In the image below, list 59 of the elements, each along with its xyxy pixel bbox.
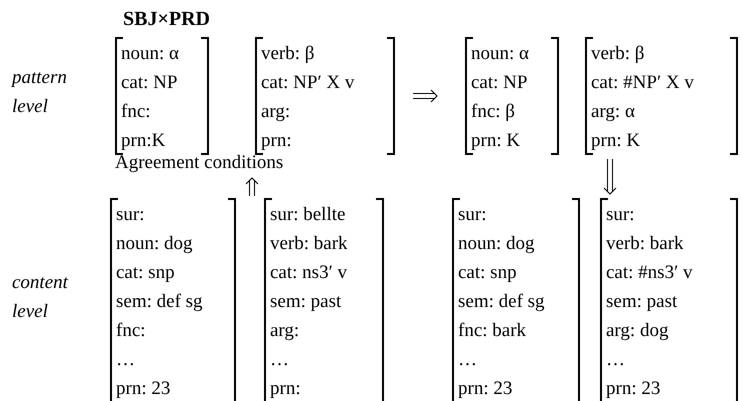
double-arrow — [604, 158, 616, 195]
attribute-matrix — [110, 198, 236, 401]
attribute-matrix — [452, 198, 580, 401]
matrix-line: sur: — [116, 203, 144, 227]
matrix-line: cat: NP′ X v — [261, 71, 354, 95]
matrix-line: cat: NP — [121, 71, 178, 95]
note-text: Agreement conditions — [115, 151, 284, 175]
matrix-line: noun: α — [471, 42, 529, 66]
matrix-line: arg: — [261, 100, 290, 124]
matrix-line: verb: bark — [606, 232, 684, 256]
level-label: content level — [12, 271, 70, 324]
double-arrow — [412, 90, 438, 102]
matrix-line: cat: NP — [471, 71, 528, 95]
matrix-line: sem: def sg — [458, 290, 545, 314]
attribute-matrix — [264, 198, 384, 401]
matrix-line: arg: — [270, 319, 300, 343]
matrix-line: prn: — [270, 377, 301, 401]
matrix-line: sur: — [606, 203, 634, 227]
matrix-line: cat: snp — [116, 261, 175, 285]
matrix-line: fnc: β — [471, 100, 515, 124]
matrix-line: cat: ns3′ v — [270, 261, 347, 285]
matrix-line: prn: K — [591, 129, 640, 153]
matrix-line: prn: 23 — [606, 377, 660, 401]
attribute-matrix — [255, 37, 395, 155]
matrix-line: … — [270, 348, 289, 372]
matrix-line: cat: snp — [458, 261, 517, 285]
attribute-matrix — [585, 37, 738, 155]
attribute-matrix — [115, 37, 209, 155]
level-label: pattern level — [12, 66, 68, 119]
matrix-line: sur: — [458, 203, 486, 227]
matrix-line: noun: dog — [116, 232, 193, 256]
attribute-matrix — [465, 37, 559, 155]
matrix-line: cat: #ns3′ v — [606, 261, 692, 285]
matrix-line: verb: bark — [270, 232, 348, 256]
matrix-line: sem: past — [606, 290, 678, 314]
matrix-line: noun: dog — [458, 232, 535, 256]
matrix-line: … — [116, 348, 135, 372]
matrix-line: noun: α — [121, 42, 179, 66]
attribute-matrix — [600, 198, 738, 401]
matrix-line: … — [606, 348, 625, 372]
matrix-line: arg: α — [591, 100, 635, 124]
matrix-line: cat: #NP′ X v — [591, 71, 694, 95]
matrix-line: sem: past — [270, 290, 342, 314]
matrix-line: verb: β — [261, 42, 314, 66]
matrix-line: prn: 23 — [116, 377, 170, 401]
matrix-line: prn:K — [121, 129, 166, 153]
matrix-line: fnc: — [121, 100, 151, 124]
matrix-line: … — [458, 348, 477, 372]
matrix-line: verb: β — [591, 42, 644, 66]
matrix-line: prn: 23 — [458, 377, 512, 401]
heading-text: SBJ×PRD — [123, 7, 210, 32]
matrix-line: sur: bellte — [270, 203, 346, 227]
matrix-line: fnc: bark — [458, 319, 526, 343]
matrix-line: arg: dog — [606, 319, 668, 343]
matrix-line: fnc: — [116, 319, 146, 343]
matrix-line: prn: K — [471, 129, 520, 153]
matrix-line: prn: — [261, 129, 292, 153]
double-arrow — [246, 177, 258, 196]
matrix-line: sem: def sg — [116, 290, 203, 314]
